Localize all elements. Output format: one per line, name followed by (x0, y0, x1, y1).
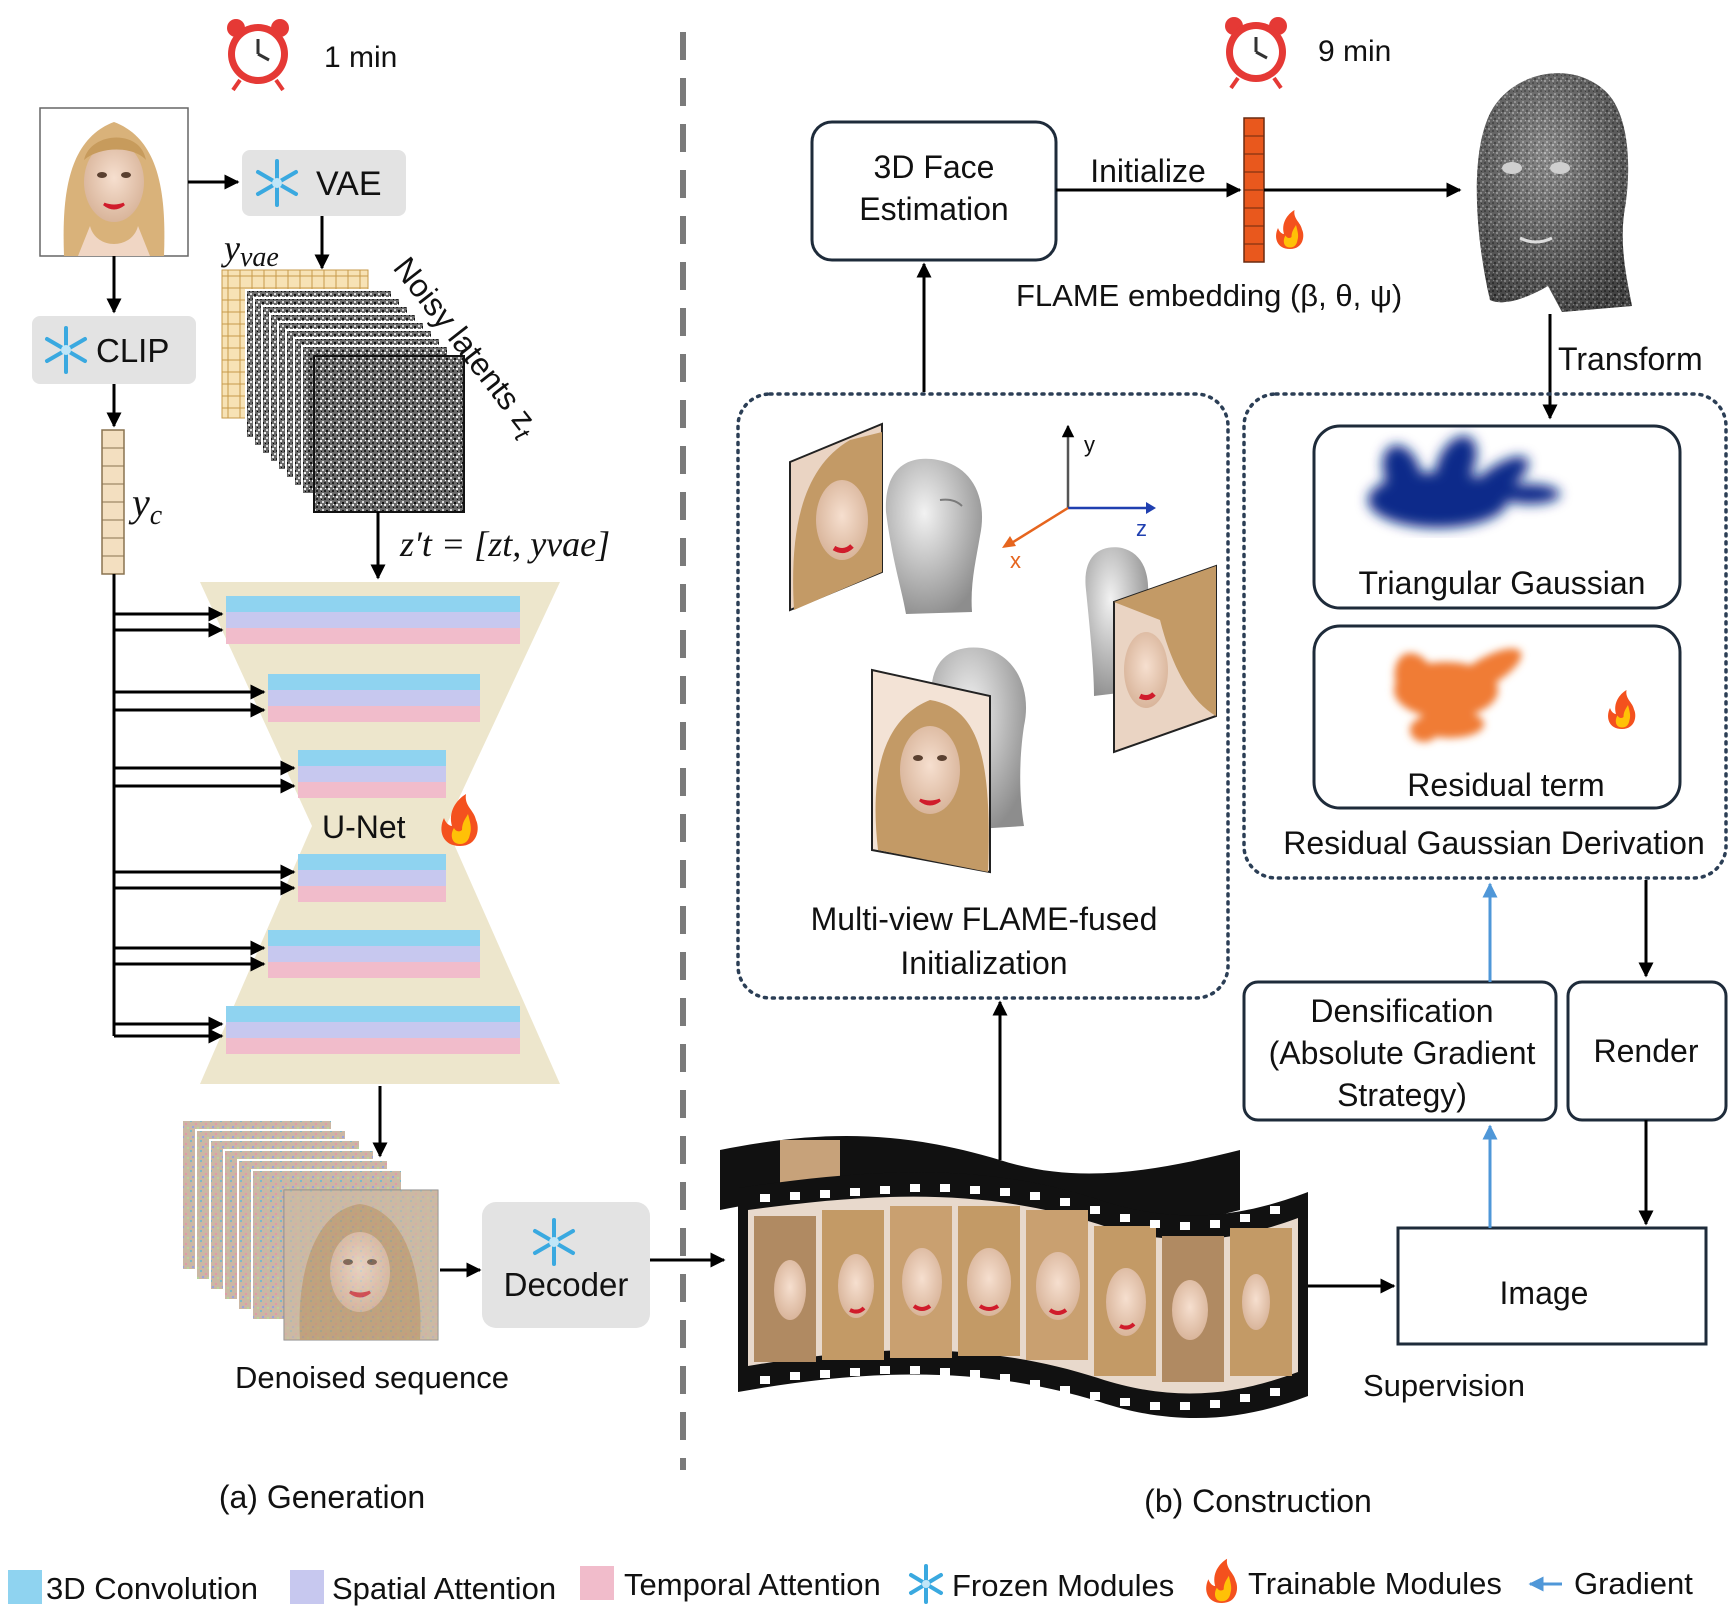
flame-head-mesh (1476, 73, 1632, 312)
coordinate-axes (1002, 424, 1156, 548)
multiview-label-line1: Multi-view FLAME-fused (811, 901, 1158, 937)
render-label: Render (1594, 1033, 1699, 1069)
unet-layer-1 (226, 596, 520, 644)
fire-icon (1206, 1558, 1238, 1603)
legend-label-temporal-attention: Temporal Attention (624, 1567, 881, 1602)
decoder-module (482, 1202, 650, 1328)
multiview-panel (736, 392, 1230, 1000)
axis-y-label: y (1084, 432, 1095, 457)
initialize-label: Initialize (1090, 153, 1206, 189)
triangular-gaussian-label: Triangular Gaussian (1359, 565, 1646, 601)
y-c-label: yc (128, 480, 163, 531)
film-sprocket-holes (760, 1184, 1280, 1410)
multiview-portrait-left (789, 422, 883, 612)
generation-time-label: 1 min (324, 41, 397, 74)
densification-box (1242, 980, 1558, 1122)
y-c-branch-arrows (114, 606, 296, 1044)
face-estimation-label-line1: 3D Face (874, 149, 995, 185)
snowflake-icon (256, 159, 298, 207)
y-c-embedding (101, 429, 125, 575)
fire-icon (1276, 210, 1304, 249)
residual-derivation-label: Residual Gaussian Derivation (1283, 825, 1705, 861)
image-box (1396, 1226, 1708, 1346)
alarm-clock-icon (1225, 17, 1287, 90)
snowflake-icon (909, 1564, 943, 1604)
alarm-clock-icon (227, 19, 289, 92)
face-estimation-label-line2: Estimation (859, 191, 1008, 227)
concat-equation: z′t = [zt, yvae] (399, 524, 610, 564)
densification-label-line3: Strategy) (1337, 1077, 1467, 1113)
unet-layer-6 (226, 1006, 520, 1054)
legend-swatch-spatial-attention (290, 1570, 324, 1604)
multiview-portrait-center (871, 668, 991, 874)
noisy-latents-stack (245, 289, 465, 513)
flame-embedding-vector (1243, 117, 1265, 263)
head-model-left (885, 458, 983, 614)
input-portrait-image (39, 107, 189, 257)
construction-time-label: 9 min (1318, 35, 1391, 68)
clip-module (32, 316, 196, 384)
denoised-sequence-label: Denoised sequence (235, 1360, 509, 1395)
vae-label: VAE (316, 165, 382, 203)
unet-layer-2 (268, 674, 480, 722)
legend-label-trainable-modules: Trainable Modules (1248, 1566, 1502, 1601)
supervision-label: Supervision (1363, 1368, 1525, 1403)
densification-label-line1: Densification (1310, 993, 1493, 1029)
fire-icon (1608, 690, 1636, 729)
residual-derivation-panel (1242, 392, 1728, 880)
snowflake-icon (533, 1218, 575, 1266)
generation-caption: (a) Generation (219, 1479, 425, 1515)
legend-label-3d-convolution: 3D Convolution (46, 1571, 258, 1606)
legend-swatch-3d-convolution (8, 1570, 42, 1604)
decoder-label: Decoder (504, 1266, 629, 1303)
snowflake-icon (45, 326, 87, 374)
image-label: Image (1500, 1275, 1589, 1311)
unet-layer-5 (268, 930, 480, 978)
axis-z-label: z (1136, 516, 1147, 541)
flame-embedding-label: FLAME embedding (β, θ, ψ) (1016, 278, 1402, 313)
residual-term-visual (1394, 648, 1522, 742)
unet-layer-4 (298, 854, 446, 902)
unet-layer-3 (298, 750, 446, 798)
axis-x-label: x (1010, 548, 1021, 573)
transform-label: Transform (1558, 341, 1703, 377)
denoised-sequence-stack (181, 1119, 439, 1341)
construction-caption: (b) Construction (1144, 1483, 1372, 1519)
legend-label-frozen-modules: Frozen Modules (952, 1568, 1174, 1603)
fire-icon (441, 794, 478, 846)
multiview-label-line2: Initialization (900, 945, 1067, 981)
legend-swatch-temporal-attention (580, 1566, 614, 1600)
multiview-portrait-right (1113, 564, 1217, 754)
legend: 3D Convolution Spatial Attention Tempora… (8, 1558, 1693, 1606)
legend-label-gradient: Gradient (1574, 1566, 1693, 1601)
vae-module (242, 150, 406, 216)
y-vae-label: yvae (221, 228, 279, 273)
unet-label: U-Net (322, 809, 406, 845)
triangular-gaussian-visual (1368, 435, 1560, 528)
clip-label: CLIP (96, 332, 169, 369)
film-frames (754, 1206, 1292, 1382)
residual-term-label: Residual term (1407, 767, 1604, 803)
densification-label-line2: (Absolute Gradient (1269, 1035, 1536, 1071)
legend-label-spatial-attention: Spatial Attention (332, 1571, 556, 1606)
